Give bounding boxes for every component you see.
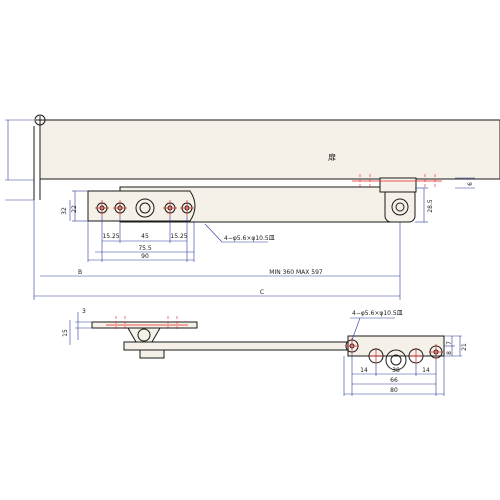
bottom-dimensions: [69, 312, 462, 396]
hole-note-bottom: 4−φ5.6×φ10.5皿: [352, 310, 403, 317]
dim-45: 45: [141, 233, 149, 240]
dim-b: B: [78, 269, 82, 276]
dim-6: 6: [467, 182, 474, 186]
side-red-centerlines: [106, 316, 443, 364]
dim-66: 66: [390, 377, 398, 384]
dim-80: 80: [390, 387, 398, 394]
dim-15-25-b: 15.25: [170, 233, 187, 240]
dim-28-5: 28.5: [427, 199, 434, 213]
min-max-label: MIN 360 MAX 597: [269, 269, 323, 276]
dim-14-b: 14: [422, 367, 430, 374]
dim-14-a: 14: [360, 367, 368, 374]
door-label: 扉: [328, 152, 336, 162]
dim-38: 38: [392, 367, 400, 374]
arm-top-view: [87, 177, 417, 223]
overall-dimensions: [33, 200, 401, 300]
dim-8: 8: [446, 351, 453, 355]
top-dimensions: [69, 177, 475, 262]
arm-side-view: [91, 321, 445, 359]
dim-22: 22: [71, 205, 78, 213]
frame-dim-lines: [5, 119, 34, 201]
dim-90: 90: [141, 253, 149, 260]
hole-note-top: 4−φ5.6×φ10.5皿: [224, 235, 275, 242]
door-panel: [33, 119, 500, 200]
dim-32: 32: [61, 207, 68, 215]
top-red-centerlines: [95, 174, 442, 216]
dim-15-25-a: 15.25: [102, 233, 119, 240]
pivot-symbol: [34, 114, 46, 126]
dim-21: 21: [461, 343, 468, 351]
dim-7: 7: [446, 341, 453, 345]
dim-15: 15: [62, 329, 69, 337]
dim-3: 3: [82, 308, 86, 315]
dim-75-5: 75.5: [138, 245, 152, 252]
dim-c: C: [260, 289, 264, 296]
